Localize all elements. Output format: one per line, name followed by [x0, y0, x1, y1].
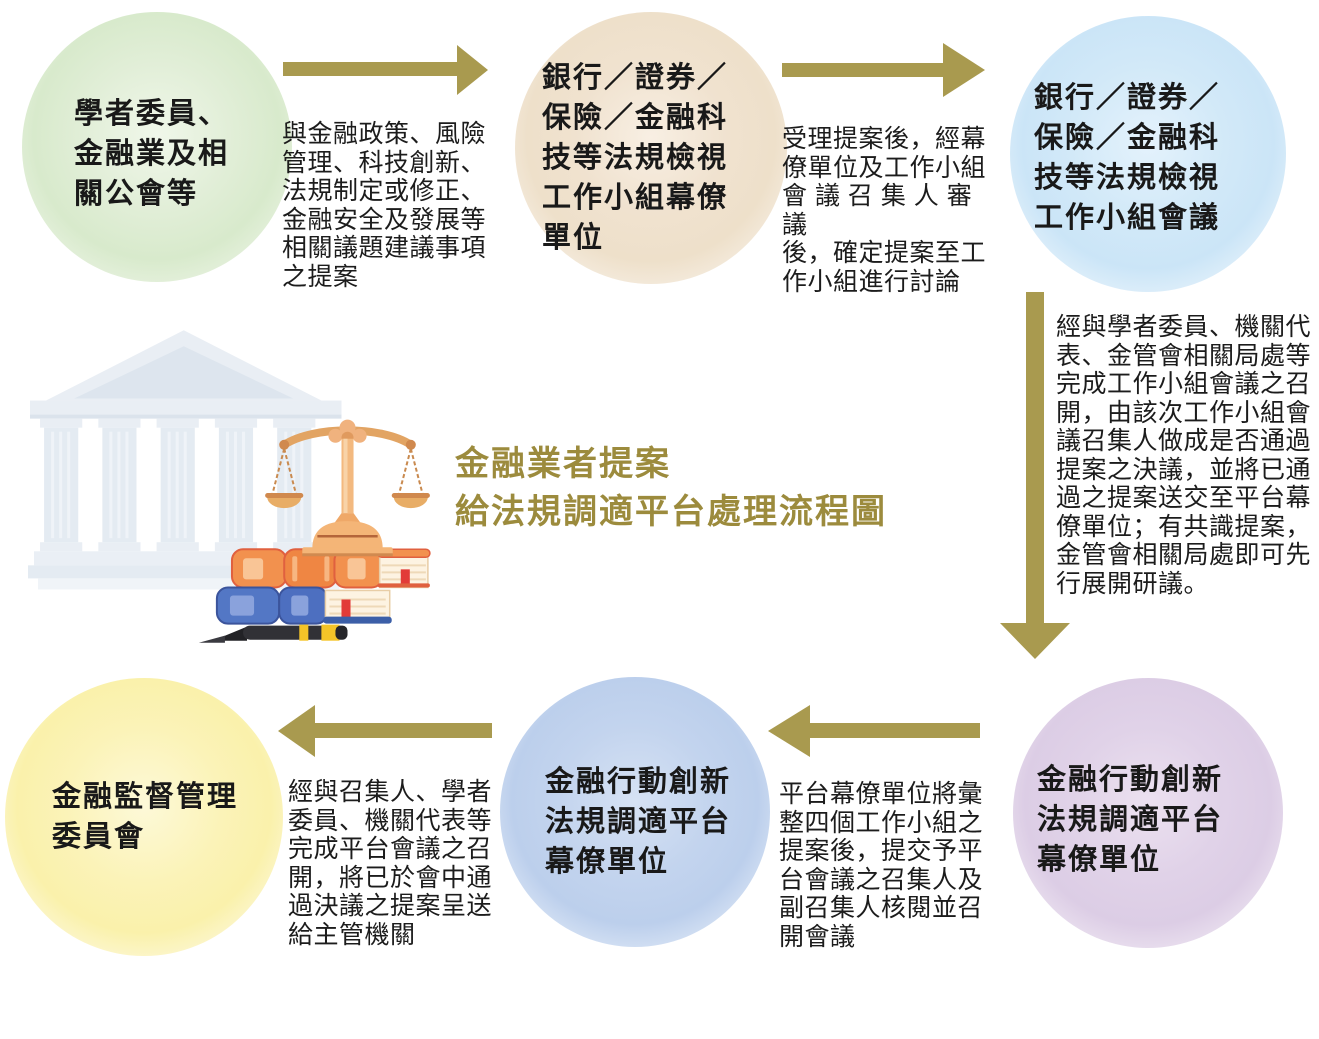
node-working-group-staff-circle — [515, 12, 787, 284]
flow-arrow-5-shaft — [315, 723, 492, 738]
diagram-title: 金融業者提案 給法規調適平台處理流程圖 — [455, 446, 887, 531]
flow-arrow-5-left-icon — [278, 705, 315, 757]
flow-arrow-2-right-icon — [943, 43, 985, 97]
node-working-group-meeting-circle — [1010, 16, 1286, 292]
edge-consolidate-note: 平台幕僚單位將彙 整四個工作小組之 提案後，提交予平 台會議之召集人及 副召集人… — [779, 780, 984, 951]
scales-of-justice-icon — [265, 419, 430, 557]
node-platform-staff-meeting-label: 金融行動創新 法規調適平台 幕僚單位 — [545, 766, 732, 878]
flow-arrow-4-shaft — [810, 723, 980, 738]
node-proposers-label: 學者委員、 金融業及相 關公會等 — [74, 98, 230, 210]
edge-final-submit-note: 經與召集人、學者 委員、機關代表等 完成平台會議之召 開，將已於會中通 過決議之… — [288, 778, 493, 949]
pen-icon — [198, 624, 348, 643]
flow-arrow-3-shaft — [1026, 292, 1044, 623]
flow-arrow-4-left-icon — [768, 705, 810, 757]
flow-arrow-1-shaft — [283, 62, 457, 76]
courthouse-building-illustration — [28, 330, 431, 643]
node-working-group-meeting-label: 銀行／證券／ 保險／金融科 技等法規檢視 工作小組會議 — [1034, 82, 1221, 234]
flow-arrow-1-right-icon — [457, 45, 488, 95]
node-fsc-circle — [5, 678, 283, 956]
edge-review-note: 受理提案後，經幕 僚單位及工作小組 會 議 召 集 人 審 議 後，確定提案至工… — [782, 125, 987, 296]
node-working-group-staff-label: 銀行／證券／ 保險／金融科 技等法規檢視 工作小組幕僚 單位 — [542, 62, 729, 254]
flow-arrow-3-down-icon — [1000, 623, 1070, 659]
node-platform-staff-collect-circle — [1013, 678, 1283, 948]
edge-submit-proposal-note: 與金融政策、風險 管理、科技創新、 法規制定或修正、 金融安全及發展等 相關議題… — [282, 120, 487, 291]
edge-wg-resolution-note: 經與學者委員、機關代 表、金管會相關局處等 完成工作小組會議之召 開，由該次工作… — [1056, 313, 1312, 598]
node-platform-staff-collect-label: 金融行動創新 法規調適平台 幕僚單位 — [1037, 764, 1224, 876]
node-fsc-label: 金融監督管理 委員會 — [52, 781, 239, 853]
node-platform-staff-meeting-circle — [500, 677, 770, 947]
law-books-icon — [215, 548, 431, 625]
flow-arrow-2-shaft — [782, 63, 943, 77]
node-proposers-circle — [22, 12, 292, 282]
